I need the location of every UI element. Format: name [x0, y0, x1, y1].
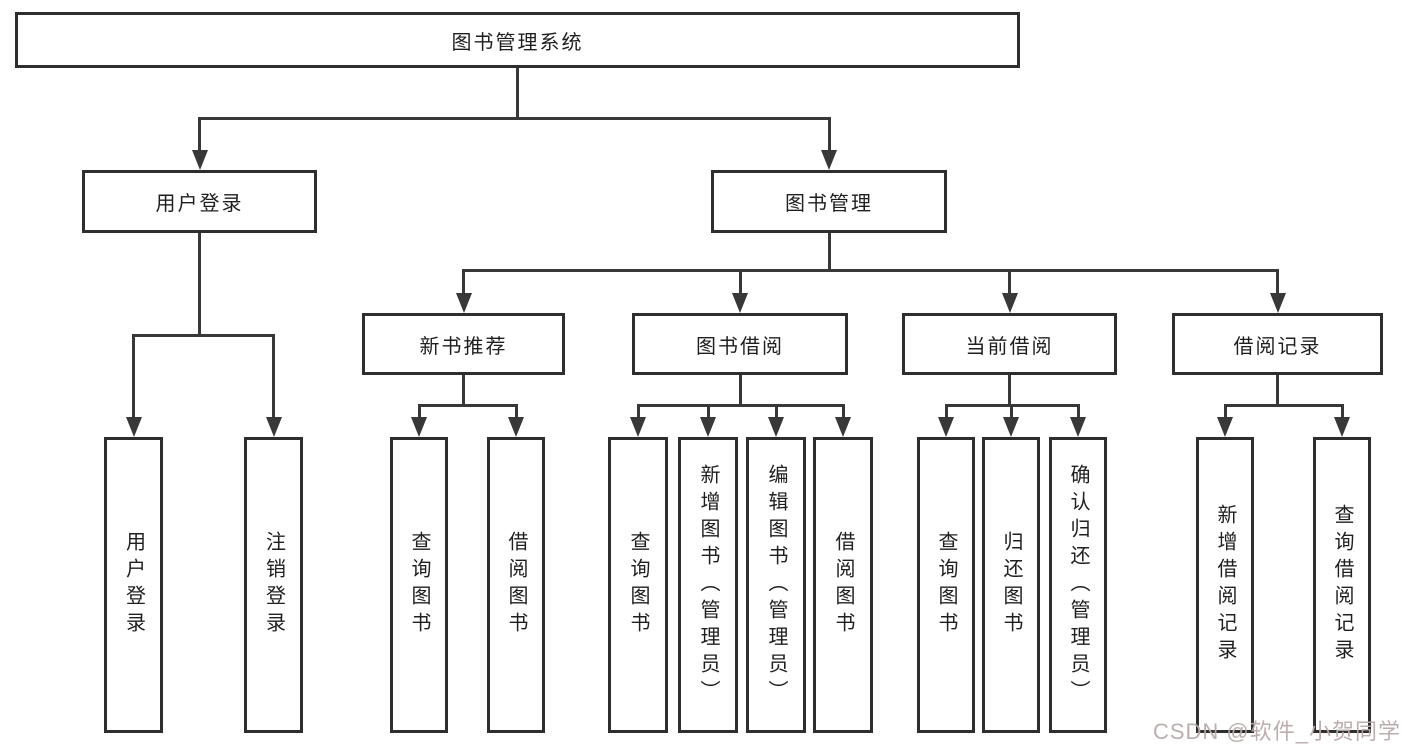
node-label: 借阅图书	[505, 531, 527, 639]
node-borrow-records: 借阅记录	[1172, 313, 1383, 375]
node-label: 借阅图书	[832, 531, 854, 639]
arrow-down-icon	[455, 293, 472, 313]
arrow-down-icon	[1334, 417, 1350, 437]
connector-line-vertical	[462, 270, 465, 295]
arrow-down-icon	[768, 417, 784, 437]
node-label: 查询图书	[627, 531, 649, 639]
connector-line-vertical	[841, 405, 845, 419]
leaf-borrow-borrow-books: 借阅图书	[813, 437, 873, 733]
node-label: 编辑图书（管理员）	[765, 463, 787, 707]
connector-line-vertical	[1008, 375, 1011, 405]
connector-line-vertical	[198, 233, 201, 335]
node-label: 新增借阅记录	[1214, 504, 1236, 666]
leaf-borrow-query-books: 查询图书	[608, 437, 668, 733]
node-label: 归还图书	[1000, 531, 1022, 639]
csdn-watermark: CSDN @软件_小贺同学	[1152, 719, 1401, 744]
node-label: 查询图书	[408, 531, 430, 639]
connector-line-vertical	[1276, 270, 1279, 295]
leaf-current-confirm-return-admin: 确认归还（管理员）	[1049, 437, 1107, 733]
connector-line-vertical	[738, 270, 742, 295]
leaf-current-return-books: 归还图书	[982, 437, 1040, 733]
node-label: 新书推荐	[419, 335, 508, 358]
node-user-login: 用户登录	[82, 170, 317, 233]
node-root-library-management-system: 图书管理系统	[15, 12, 1020, 68]
leaf-newbook-borrow-books: 借阅图书	[487, 437, 545, 733]
arrow-down-icon	[508, 417, 524, 437]
connector-line-horizontal	[1223, 403, 1344, 407]
node-current-borrow: 当前借阅	[902, 313, 1117, 375]
leaf-logout: 注销登录	[244, 437, 303, 733]
arrow-down-icon	[835, 417, 851, 437]
arrow-down-icon	[191, 150, 208, 170]
node-label: 借阅记录	[1233, 335, 1322, 358]
connector-line-horizontal	[198, 116, 831, 120]
connector-line-vertical	[706, 405, 710, 419]
connector-line-vertical	[1276, 375, 1279, 405]
connector-line-horizontal	[132, 333, 275, 337]
node-book-management: 图书管理	[711, 170, 947, 233]
connector-line-vertical	[774, 405, 778, 419]
arrow-down-icon	[125, 417, 142, 437]
arrow-down-icon	[630, 417, 646, 437]
leaf-records-query-borrow-record: 查询借阅记录	[1313, 437, 1371, 733]
connector-line-vertical	[738, 375, 742, 405]
node-label: 当前借阅	[965, 335, 1054, 358]
leaf-records-add-borrow-record: 新增借阅记录	[1196, 437, 1254, 733]
connector-line-vertical	[1340, 405, 1344, 419]
connector-line-vertical	[1009, 405, 1013, 419]
arrow-down-icon	[732, 293, 748, 313]
node-label: 图书管理系统	[451, 31, 584, 54]
connector-line-vertical	[1008, 270, 1011, 295]
arrow-down-icon	[1001, 293, 1018, 313]
connector-line-vertical	[272, 335, 275, 419]
connector-line-vertical	[1076, 405, 1080, 419]
node-label: 注销登录	[262, 531, 285, 639]
leaf-user-login: 用户登录	[104, 437, 163, 733]
connector-line-vertical	[417, 405, 421, 419]
connector-line-vertical	[132, 335, 135, 419]
connector-line-vertical	[1223, 405, 1227, 419]
node-new-book-recommend: 新书推荐	[362, 313, 565, 375]
node-label: 查询图书	[935, 531, 957, 639]
leaf-current-query-books: 查询图书	[917, 437, 975, 733]
node-label: 图书管理	[785, 193, 873, 215]
arrow-down-icon	[265, 417, 282, 437]
node-label: 用户登录	[122, 531, 145, 639]
arrow-down-icon	[1269, 293, 1286, 313]
connector-line-vertical	[944, 405, 948, 419]
connector-line-vertical	[514, 405, 518, 419]
connector-line-horizontal	[417, 403, 518, 407]
arrow-down-icon	[411, 417, 427, 437]
leaf-borrow-edit-books-admin: 编辑图书（管理员）	[746, 437, 806, 733]
arrow-down-icon	[1003, 417, 1019, 437]
connector-line-vertical	[636, 405, 640, 419]
connector-line-vertical	[198, 118, 201, 152]
connector-line-horizontal	[636, 403, 845, 407]
connector-line-vertical	[516, 68, 519, 118]
arrow-down-icon	[1217, 417, 1233, 437]
node-label: 新增图书（管理员）	[697, 463, 719, 707]
leaf-newbook-query-books: 查询图书	[390, 437, 448, 733]
arrow-down-icon	[938, 417, 954, 437]
connector-line-vertical	[827, 118, 831, 152]
node-book-borrow: 图书借阅	[632, 313, 848, 375]
arrow-down-icon	[700, 417, 716, 437]
node-label: 确认归还（管理员）	[1067, 463, 1089, 707]
connector-line-vertical	[827, 233, 831, 270]
node-label: 查询借阅记录	[1331, 504, 1353, 666]
node-label: 图书借阅	[696, 335, 784, 358]
arrow-down-icon	[1070, 417, 1086, 437]
node-label: 用户登录	[155, 193, 244, 215]
connector-line-horizontal	[462, 268, 1279, 272]
leaf-borrow-add-books-admin: 新增图书（管理员）	[678, 437, 738, 733]
arrow-down-icon	[821, 150, 837, 170]
connector-line-vertical	[462, 375, 465, 405]
